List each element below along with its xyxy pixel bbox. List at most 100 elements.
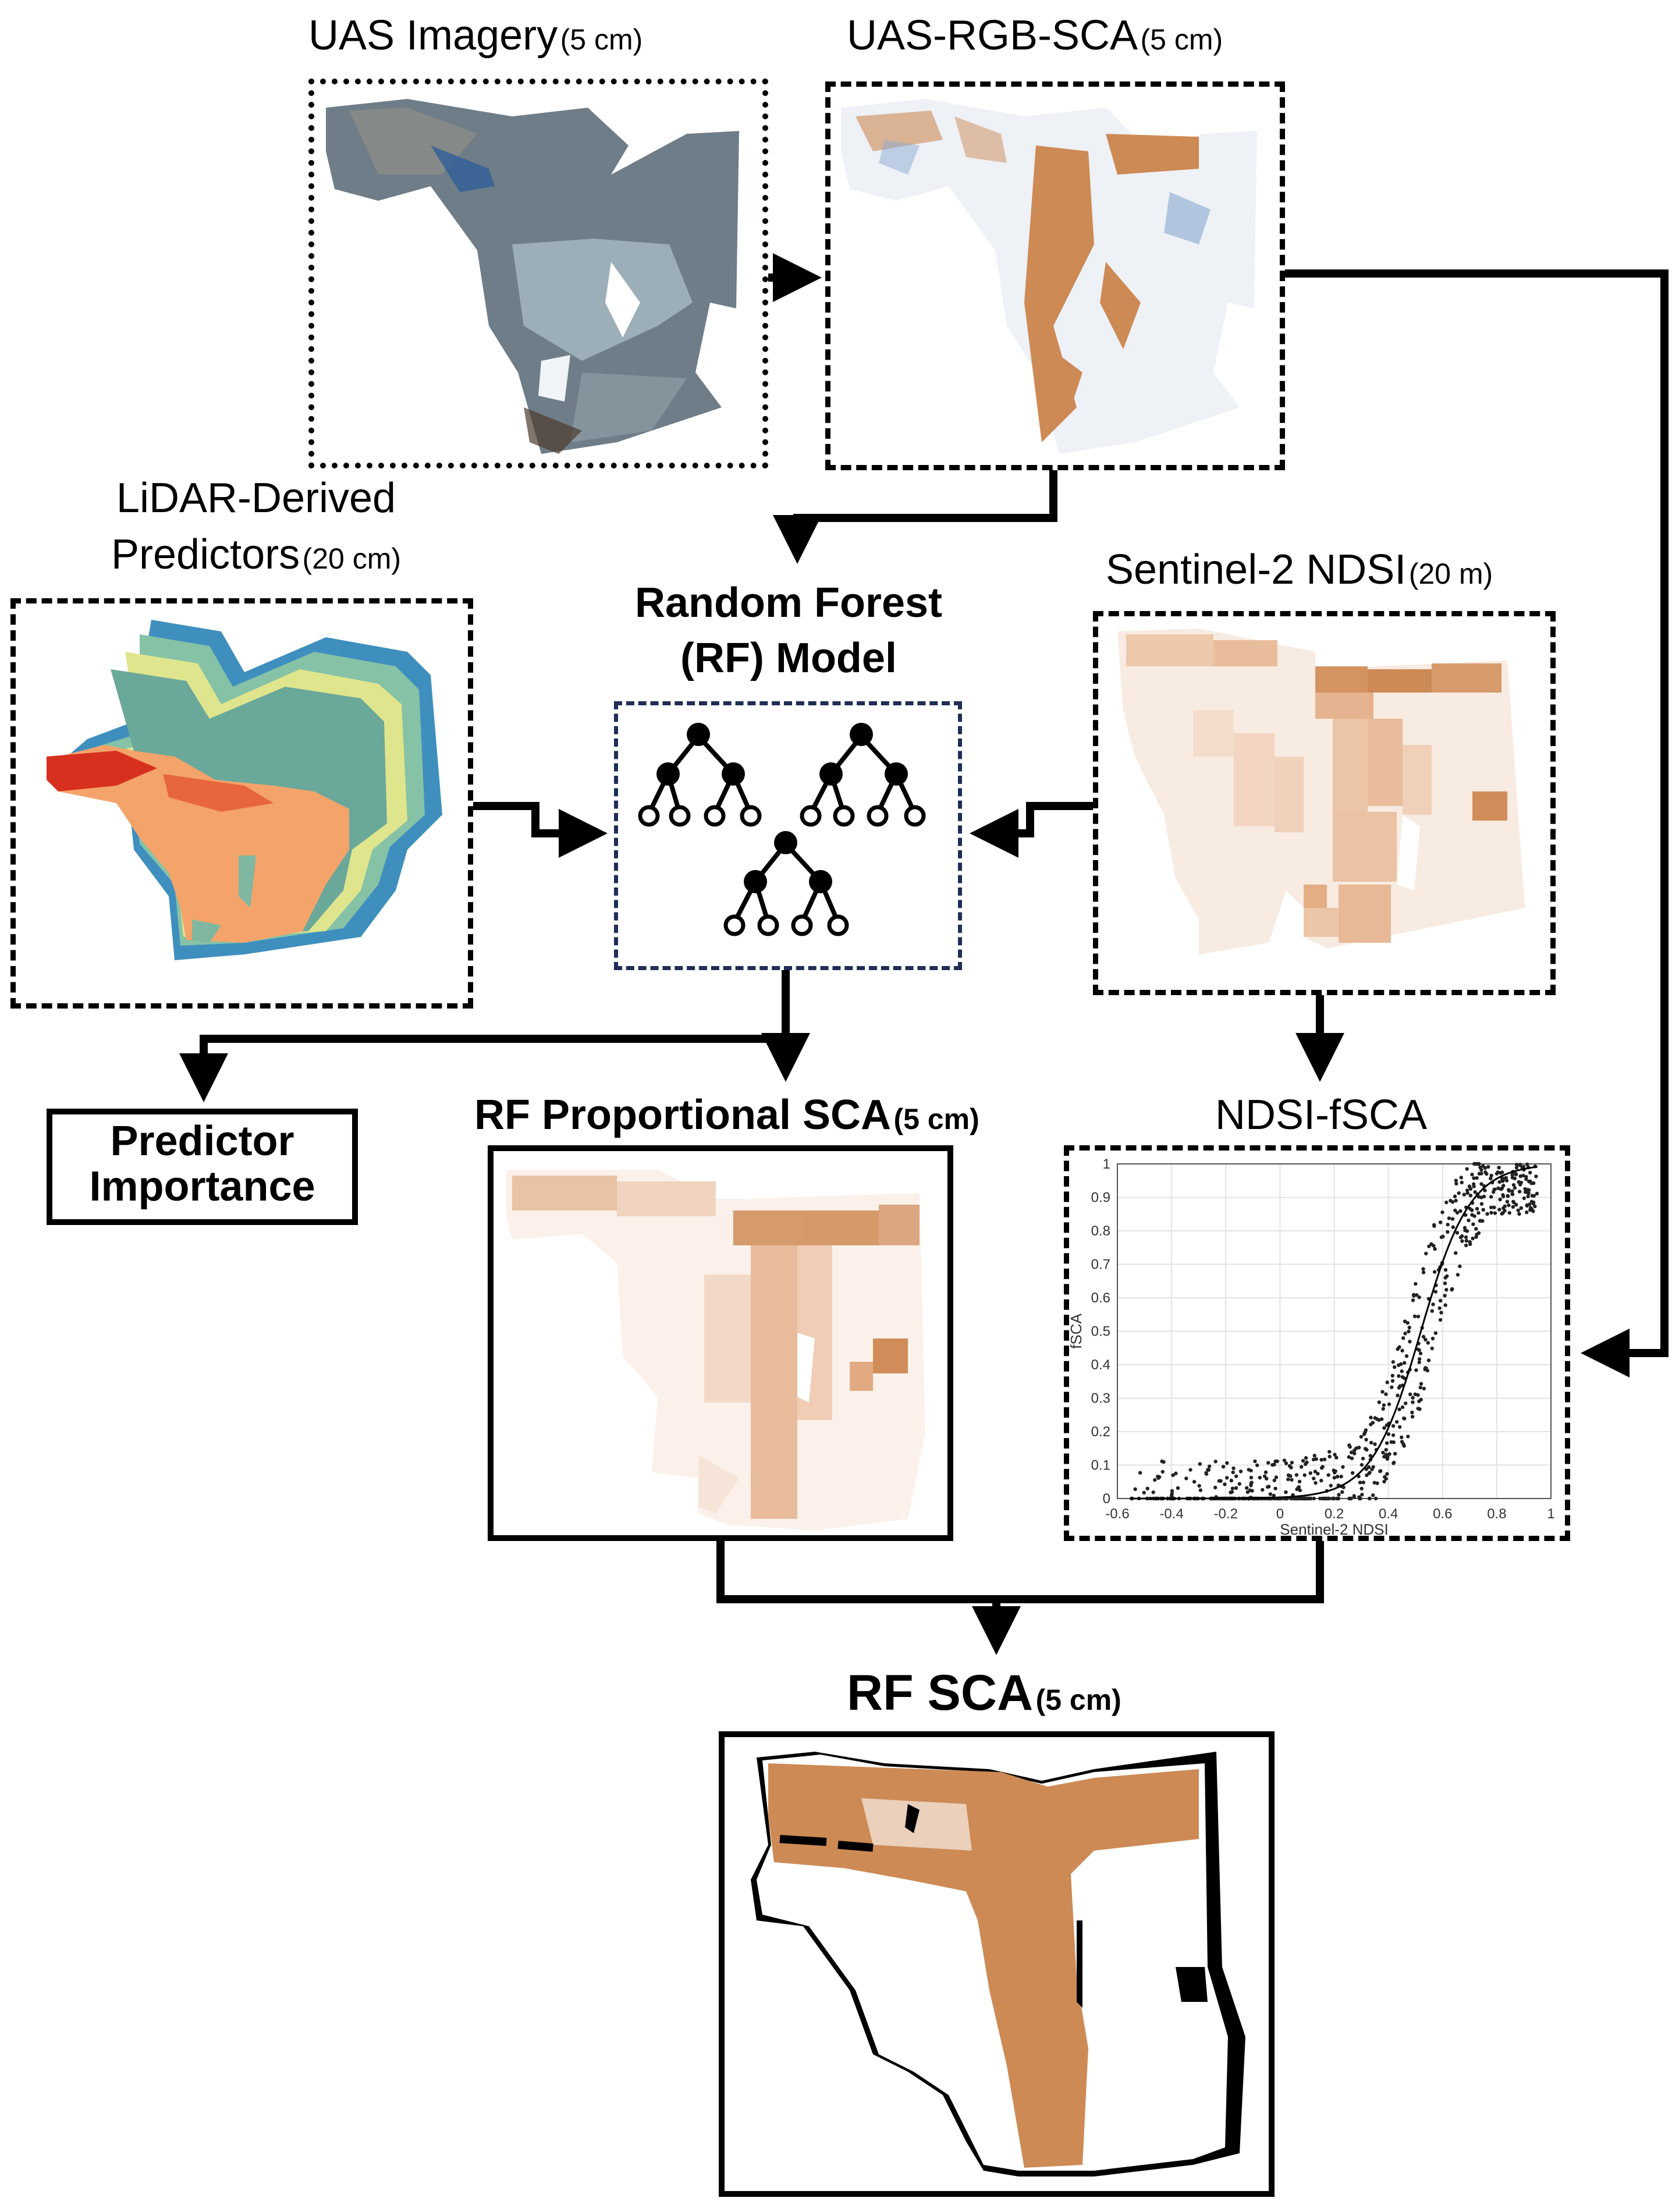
lidar-predictors-map <box>47 620 442 960</box>
x-tick-label: 1 <box>1547 1506 1554 1522</box>
scatter-point <box>1368 1496 1372 1501</box>
rf-prop-res: (5 cm) <box>893 1103 979 1135</box>
scatter-point <box>1458 1209 1463 1213</box>
scatter-point <box>1496 1170 1500 1174</box>
scatter-point <box>1390 1379 1395 1383</box>
scatter-point <box>1284 1461 1288 1465</box>
scatter-point <box>1372 1480 1376 1485</box>
scatter-point <box>1531 1181 1536 1185</box>
scatter-point <box>1373 1496 1378 1501</box>
scatter-point <box>1459 1176 1463 1180</box>
scatter-point <box>1258 1475 1262 1480</box>
scatter-point <box>1514 1162 1519 1167</box>
scatter-point <box>1340 1490 1344 1494</box>
scatter-point <box>1380 1417 1384 1421</box>
scatter-point <box>1390 1385 1394 1389</box>
scatter-point <box>1341 1465 1345 1469</box>
scatter-point <box>1511 1200 1516 1205</box>
scatter-point <box>1433 1331 1438 1335</box>
predictor-importance-line2: Importance <box>89 1163 315 1210</box>
scatter-point <box>1468 1194 1473 1198</box>
scatter-point <box>1414 1368 1418 1372</box>
scatter-point <box>1339 1475 1343 1479</box>
scatter-point <box>1231 1466 1236 1471</box>
x-tick-label: -0.6 <box>1105 1506 1129 1522</box>
rf-sca-map <box>751 1752 1245 2177</box>
scatter-point <box>1184 1476 1188 1480</box>
scatter-point <box>1319 1458 1323 1462</box>
scatter-point <box>1331 1496 1336 1501</box>
scatter-point <box>1474 1162 1478 1166</box>
scatter-point <box>1478 1165 1482 1170</box>
scatter-point <box>1535 1191 1539 1196</box>
scatter-point <box>1493 1211 1497 1215</box>
scatter-point <box>1198 1462 1202 1466</box>
scatter-point <box>1483 1188 1487 1192</box>
scatter-point <box>1400 1375 1405 1379</box>
scatter-point <box>1238 1469 1243 1474</box>
scatter-point <box>1206 1468 1210 1472</box>
scatter-point <box>1391 1433 1396 1437</box>
scatter-point <box>1424 1251 1428 1256</box>
uas-rgb-sca-title: UAS-RGB-SCA (5 cm) <box>847 12 1312 59</box>
scatter-point <box>1286 1473 1291 1478</box>
scatter-point <box>1438 1318 1443 1322</box>
scatter-point <box>1321 1465 1325 1469</box>
scatter-point <box>1335 1496 1339 1501</box>
scatter-point <box>1272 1478 1276 1483</box>
scatter-point <box>1318 1496 1322 1501</box>
predictor-importance-box <box>47 1109 358 1225</box>
scatter-point <box>1421 1267 1425 1271</box>
scatter-point <box>1219 1479 1223 1483</box>
y-tick-label: 0 <box>1103 1491 1110 1507</box>
scatter-point <box>1527 1188 1531 1192</box>
scatter-point <box>1465 1167 1469 1171</box>
uas-rgb-sca-map <box>841 99 1257 454</box>
sentinel-res: (20 m) <box>1408 558 1493 590</box>
rf-model-box <box>614 701 962 970</box>
arrow-lidar-to-rf <box>473 802 608 858</box>
scatter-point <box>1160 1459 1164 1464</box>
scatter-point <box>1272 1493 1276 1498</box>
scatter-point <box>1528 1170 1532 1175</box>
scatter-point <box>1401 1336 1405 1340</box>
scatter-point <box>1410 1415 1415 1419</box>
scatter-point <box>1327 1454 1332 1459</box>
scatter-point <box>1514 1202 1518 1207</box>
scatter-point <box>1332 1468 1336 1472</box>
scatter-point <box>1467 1218 1471 1223</box>
scatter-point <box>1511 1183 1516 1187</box>
rf-prop-title: RF Proportional SCA (5 cm) <box>474 1091 1056 1139</box>
scatter-point <box>1471 1222 1475 1226</box>
scatter-point <box>1518 1162 1522 1167</box>
scatter-point <box>1192 1479 1197 1484</box>
scatter-point <box>1462 1192 1466 1196</box>
scatter-point <box>1454 1178 1458 1183</box>
scatter-point <box>1416 1347 1420 1352</box>
scatter-point <box>1418 1351 1423 1355</box>
scatter-point <box>1516 1208 1520 1213</box>
scatter-point <box>1430 1309 1434 1313</box>
scatter-point <box>1384 1454 1388 1458</box>
scatter-point <box>1485 1171 1489 1176</box>
scatter-point <box>1454 1198 1458 1203</box>
scatter-point <box>1501 1193 1505 1197</box>
scatter-point <box>1411 1298 1415 1302</box>
scatter-point <box>1407 1329 1411 1334</box>
scatter-point <box>1304 1456 1308 1460</box>
y-tick-label: 0.9 <box>1091 1190 1110 1206</box>
scatter-point <box>1496 1186 1500 1191</box>
fit-curve <box>1131 1166 1538 1500</box>
scatter-point <box>1433 1290 1437 1294</box>
y-tick-label: 0.2 <box>1091 1424 1110 1440</box>
scatter-point <box>1353 1448 1357 1453</box>
scatter-point <box>1514 1166 1519 1170</box>
scatter-point <box>1371 1493 1375 1497</box>
scatter-point <box>1231 1470 1235 1475</box>
scatter-point <box>1489 1176 1493 1181</box>
scatter-point <box>1365 1473 1369 1478</box>
scatter-point <box>1465 1229 1469 1233</box>
scatter-point <box>1447 1216 1451 1220</box>
scatter-point <box>1170 1489 1174 1493</box>
